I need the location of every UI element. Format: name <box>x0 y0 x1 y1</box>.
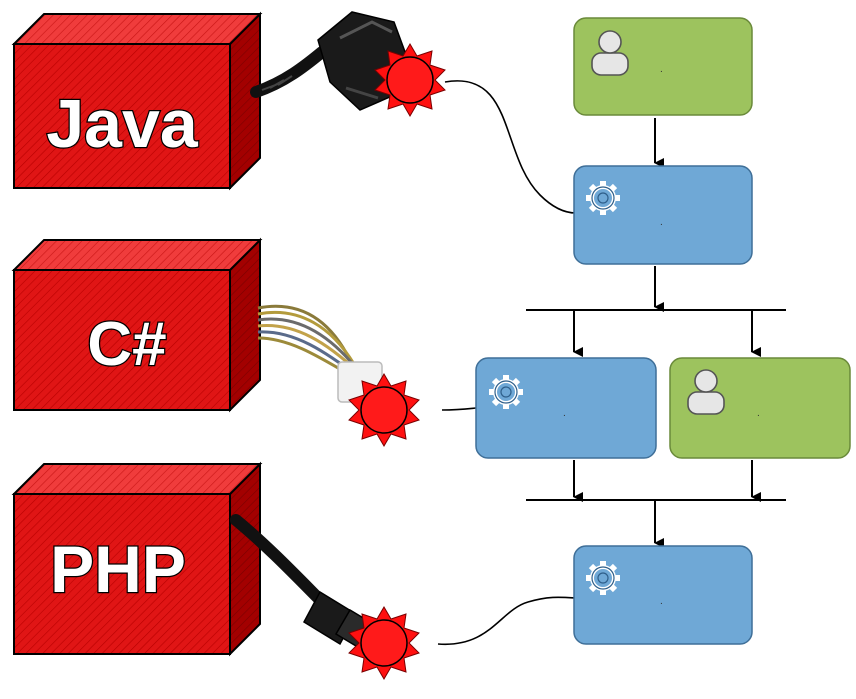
wire-bundle-icon <box>257 304 383 403</box>
connector-line-csharp <box>441 407 477 411</box>
service-task-3: . <box>573 545 753 645</box>
cube-label-php: PHP <box>50 532 186 606</box>
gear-icon <box>584 179 622 217</box>
task-text: . <box>660 64 663 75</box>
task-text: . <box>563 408 566 419</box>
connector-line-php <box>437 596 577 645</box>
user-task-1: . <box>573 17 753 116</box>
user-task-2: . <box>669 357 851 459</box>
task-text: . <box>660 596 663 607</box>
gear-icon <box>487 373 525 411</box>
cube-label-java: Java <box>46 86 198 162</box>
service-task-2: . <box>475 357 657 459</box>
cube-csharp: C# <box>11 237 263 413</box>
gear-icon <box>584 559 622 597</box>
service-task-1: . <box>573 165 753 265</box>
cube-java: Java <box>11 11 263 191</box>
task-text: . <box>757 408 760 419</box>
power-plug-icon <box>250 11 409 111</box>
task-text: . <box>660 217 663 228</box>
cube-label-csharp: C# <box>87 310 166 379</box>
connector-line-java <box>444 80 577 214</box>
cube-php: PHP <box>11 461 263 657</box>
